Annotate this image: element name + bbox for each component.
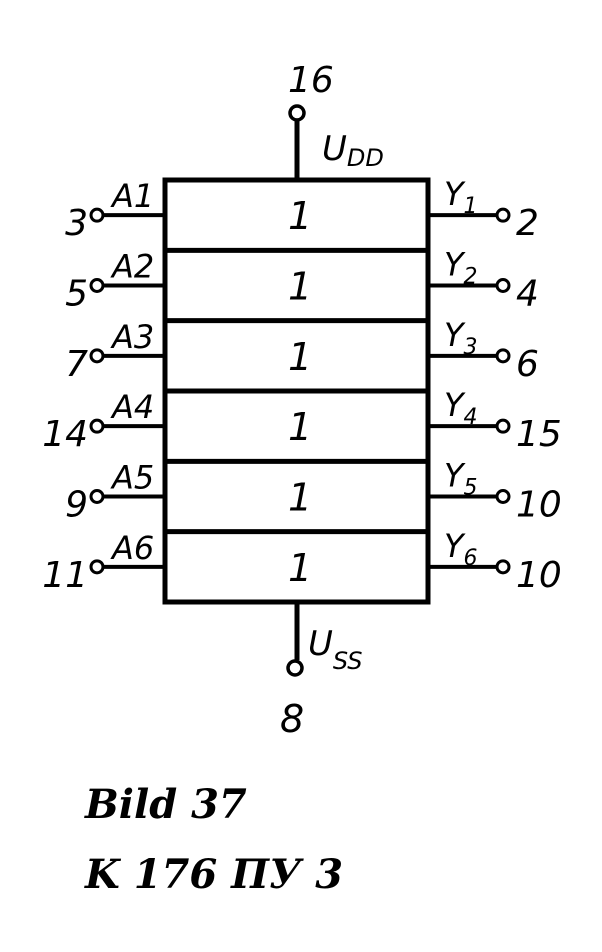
output-label: Y4 xyxy=(444,386,478,430)
output-pin-number: 6 xyxy=(516,344,539,385)
caption-figure: Bild 37 xyxy=(84,781,247,828)
gate-5: 1 A5 9 Y5 10 xyxy=(65,457,562,526)
output-pin-circle xyxy=(495,278,511,293)
gate-4: 1 A4 14 Y4 15 xyxy=(42,386,562,455)
vdd-label: UDD xyxy=(322,129,384,172)
gate-symbol: 1 xyxy=(288,546,312,590)
output-pin-number: 4 xyxy=(516,274,539,315)
input-pin-number: 3 xyxy=(65,203,88,244)
input-pin-number: 5 xyxy=(65,274,88,315)
input-pin-number: 14 xyxy=(42,414,88,455)
input-pin-number: 9 xyxy=(65,485,88,526)
output-label: Y6 xyxy=(444,527,478,571)
input-label: A5 xyxy=(110,459,154,497)
input-pin-number: 11 xyxy=(42,555,88,596)
output-pin-circle xyxy=(495,207,511,223)
gate-symbol: 1 xyxy=(288,335,312,379)
output-pin-circle xyxy=(495,418,511,434)
input-pin-number: 7 xyxy=(65,344,88,385)
gate-symbol: 1 xyxy=(288,476,312,520)
input-label: A3 xyxy=(110,318,154,356)
output-label: Y3 xyxy=(444,316,478,360)
gate-symbol: 1 xyxy=(288,194,312,238)
output-pin-number: 15 xyxy=(516,414,562,455)
input-label: A4 xyxy=(110,388,154,426)
vdd-pin-number: 16 xyxy=(288,60,334,101)
vss-pin-number: 8 xyxy=(280,697,304,741)
output-label: Y1 xyxy=(444,175,478,219)
caption-part-number: K 176 ПУ 3 xyxy=(84,851,343,898)
input-pin-circle xyxy=(89,559,105,575)
output-pin-number: 10 xyxy=(516,485,562,526)
input-pin-circle xyxy=(89,348,105,364)
output-pin-number: 2 xyxy=(516,203,539,244)
input-label: A2 xyxy=(110,248,154,286)
vdd-pin-circle xyxy=(288,104,306,122)
input-label: A1 xyxy=(110,177,154,215)
gate-1: 1 A1 3 Y1 2 xyxy=(65,175,539,244)
gate-2: 1 A2 5 Y2 4 xyxy=(65,246,539,315)
input-label: A6 xyxy=(110,529,154,567)
vss-label: USS xyxy=(308,624,363,675)
output-pin-circle xyxy=(495,348,511,364)
output-pin-circle xyxy=(495,559,511,575)
vss-pin-circle xyxy=(286,659,304,677)
input-pin-circle xyxy=(89,418,105,434)
output-label: Y5 xyxy=(444,457,478,501)
gate-symbol: 1 xyxy=(288,405,312,449)
gate-symbol: 1 xyxy=(288,265,312,309)
output-pin-number: 10 xyxy=(516,555,562,596)
input-pin-circle xyxy=(89,278,105,293)
input-pin-circle xyxy=(89,489,105,504)
input-pin-circle xyxy=(89,207,105,223)
gate-6: 1 A6 11 Y6 10 xyxy=(42,527,562,596)
output-label: Y2 xyxy=(444,246,478,290)
output-pin-circle xyxy=(495,489,511,504)
gate-3: 1 A3 7 Y3 6 xyxy=(65,316,539,385)
